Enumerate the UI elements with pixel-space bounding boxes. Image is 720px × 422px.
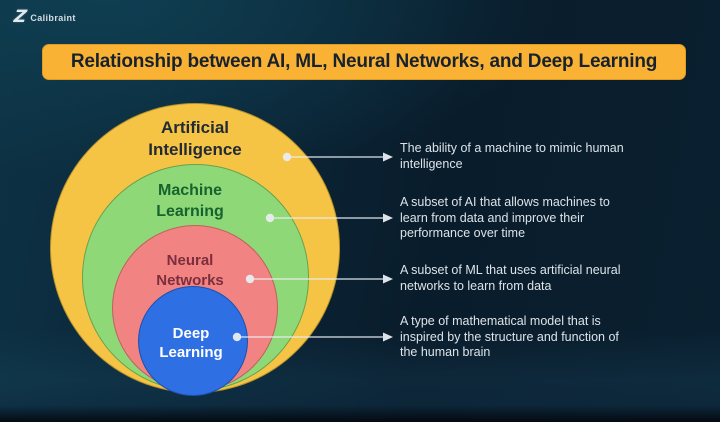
label-ml-line2: Learning <box>156 203 224 220</box>
description-deep-learning: A type of mathematical model that is ins… <box>400 314 619 359</box>
arrowhead-ml <box>383 213 393 223</box>
circle-deep-learning <box>138 286 248 396</box>
label-machine-learning: Machine Learning <box>90 180 290 222</box>
title-banner: Relationship between AI, ML, Neural Netw… <box>42 44 686 80</box>
page-title: Relationship between AI, ML, Neural Netw… <box>70 51 658 72</box>
label-nn-line2: Networks <box>156 272 224 289</box>
arrowhead-dl <box>383 332 393 342</box>
label-dl-line2: Learning <box>159 344 223 361</box>
label-artificial-intelligence: Artificial Intelligence <box>95 117 295 161</box>
label-dl-line1: Deep <box>172 325 210 342</box>
calibraint-z-icon: Z <box>12 7 28 27</box>
arrowhead-nn <box>383 274 393 284</box>
label-neural-networks: Neural Networks <box>90 251 290 291</box>
label-ml-line1: Machine <box>157 182 222 199</box>
arrowhead-ai <box>383 152 393 162</box>
label-deep-learning: Deep Learning <box>91 324 291 362</box>
description-neural-networks: A subset of ML that uses artificial neur… <box>400 263 621 293</box>
brand-name: Calibraint <box>30 12 76 23</box>
label-nn-line1: Neural <box>166 252 214 269</box>
description-artificial-intelligence: The ability of a machine to mimic human … <box>400 141 624 171</box>
description-machine-learning: A subset of AI that allows machines to l… <box>400 195 610 240</box>
label-ai-line2: Intelligence <box>148 140 242 159</box>
label-ai-line1: Artificial <box>160 118 230 137</box>
brand-logo: Z Calibraint <box>12 7 76 27</box>
